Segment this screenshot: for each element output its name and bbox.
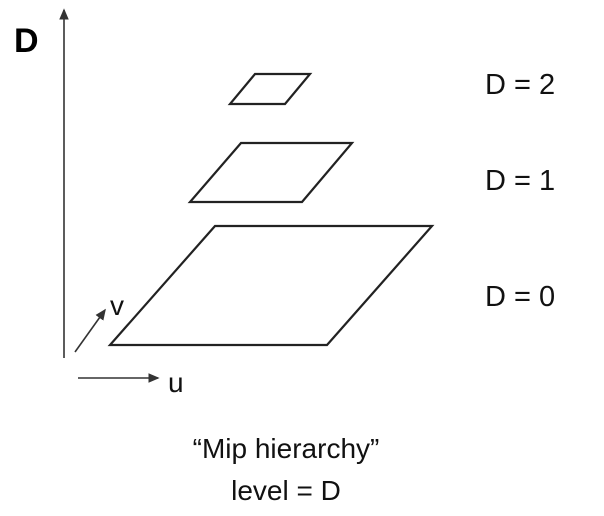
u-axis-label: u (168, 367, 184, 398)
level-label-0: D = 0 (485, 281, 555, 313)
level-label-1: D = 1 (485, 165, 555, 197)
v-axis-label: v (110, 290, 124, 321)
level-label-2: D = 2 (485, 69, 555, 101)
caption-title: “Mip hierarchy” (193, 433, 380, 464)
level-0-quad (107, 224, 435, 347)
d-axis-title: D (14, 22, 39, 60)
level-1-quad (187, 141, 355, 204)
caption-subtitle: level = D (231, 475, 341, 506)
level-2-quad (227, 72, 313, 106)
v-axis-line (74, 308, 106, 353)
